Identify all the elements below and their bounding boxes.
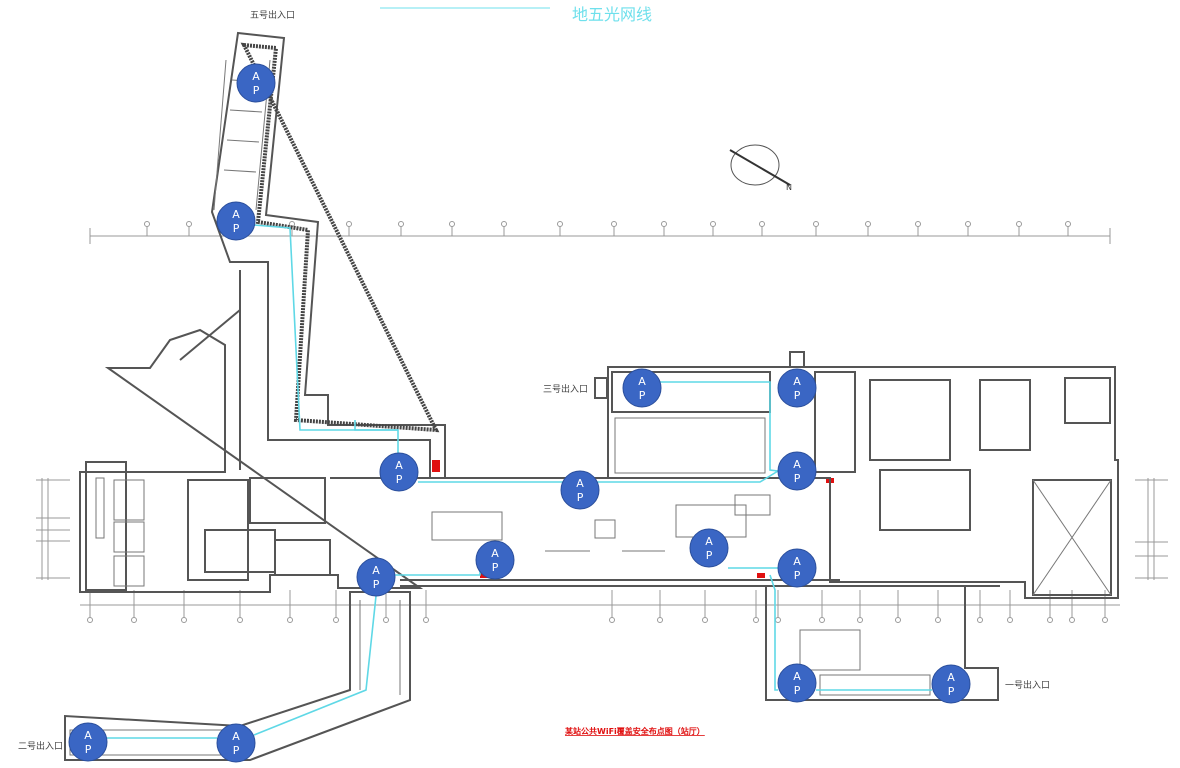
access-point[interactable]: AP xyxy=(777,451,817,491)
svg-text:P: P xyxy=(639,389,646,402)
grid-axis-left xyxy=(36,478,70,580)
entrance-1-label: 一号出入口 xyxy=(1005,679,1050,691)
svg-text:A: A xyxy=(576,477,584,490)
access-point[interactable]: AP xyxy=(560,470,600,510)
east-rooms: 三号出入口 xyxy=(543,351,1119,599)
svg-text:P: P xyxy=(396,473,403,486)
svg-text:A: A xyxy=(395,459,403,472)
access-point[interactable]: AP xyxy=(216,201,256,241)
entrance-5-label: 五号出入口 xyxy=(250,9,295,21)
svg-text:A: A xyxy=(491,547,499,560)
north-arrow-icon: N xyxy=(729,144,792,192)
svg-text:P: P xyxy=(794,569,801,582)
entrance-3-label: 三号出入口 xyxy=(543,383,588,395)
access-point[interactable]: AP xyxy=(216,723,256,763)
svg-text:P: P xyxy=(948,685,955,698)
svg-text:P: P xyxy=(577,491,584,504)
svg-text:P: P xyxy=(253,84,260,97)
svg-text:A: A xyxy=(793,375,801,388)
svg-text:A: A xyxy=(793,670,801,683)
svg-text:A: A xyxy=(252,70,260,83)
access-points: AP AP AP AP AP AP AP AP AP AP AP AP AP A… xyxy=(68,63,971,763)
access-point[interactable]: AP xyxy=(777,368,817,408)
svg-text:P: P xyxy=(233,222,240,235)
entrance-2-label: 二号出入口 xyxy=(18,740,63,752)
svg-text:P: P xyxy=(85,743,92,756)
svg-text:A: A xyxy=(705,535,713,548)
svg-text:P: P xyxy=(794,472,801,485)
svg-text:A: A xyxy=(793,458,801,471)
access-point[interactable]: AP xyxy=(777,548,817,588)
access-point[interactable]: AP xyxy=(689,528,729,568)
svg-text:P: P xyxy=(794,389,801,402)
access-point[interactable]: AP xyxy=(356,557,396,597)
access-point[interactable]: AP xyxy=(622,368,662,408)
svg-text:A: A xyxy=(232,208,240,221)
svg-text:P: P xyxy=(373,578,380,591)
svg-text:A: A xyxy=(947,671,955,684)
svg-text:A: A xyxy=(793,555,801,568)
svg-text:P: P xyxy=(794,684,801,697)
grid-axis-top xyxy=(89,221,1111,244)
svg-text:A: A xyxy=(232,730,240,743)
access-point[interactable]: AP xyxy=(68,722,108,762)
west-rooms xyxy=(79,270,424,593)
plan-caption: 某站公共WiFi覆盖安全布点图（站厅） xyxy=(564,726,705,736)
access-point[interactable]: AP xyxy=(475,540,515,580)
access-point[interactable]: AP xyxy=(931,664,971,704)
svg-text:A: A xyxy=(372,564,380,577)
svg-text:A: A xyxy=(638,375,646,388)
plan-title: 地五光网线 xyxy=(572,5,652,24)
svg-text:A: A xyxy=(84,729,92,742)
svg-text:N: N xyxy=(786,183,792,192)
entrance-5-corridor xyxy=(210,31,446,479)
network-cable-routes xyxy=(107,224,932,739)
entrance-1-corridor: 一号出入口 xyxy=(765,585,1050,701)
svg-text:P: P xyxy=(706,549,713,562)
grid-axis-right xyxy=(1135,478,1168,580)
svg-text:P: P xyxy=(492,561,499,574)
access-point[interactable]: AP xyxy=(379,452,419,492)
access-point[interactable]: AP xyxy=(236,63,276,103)
grid-axis-bottom xyxy=(80,590,1120,623)
svg-text:P: P xyxy=(233,744,240,757)
access-point[interactable]: AP xyxy=(777,663,817,703)
